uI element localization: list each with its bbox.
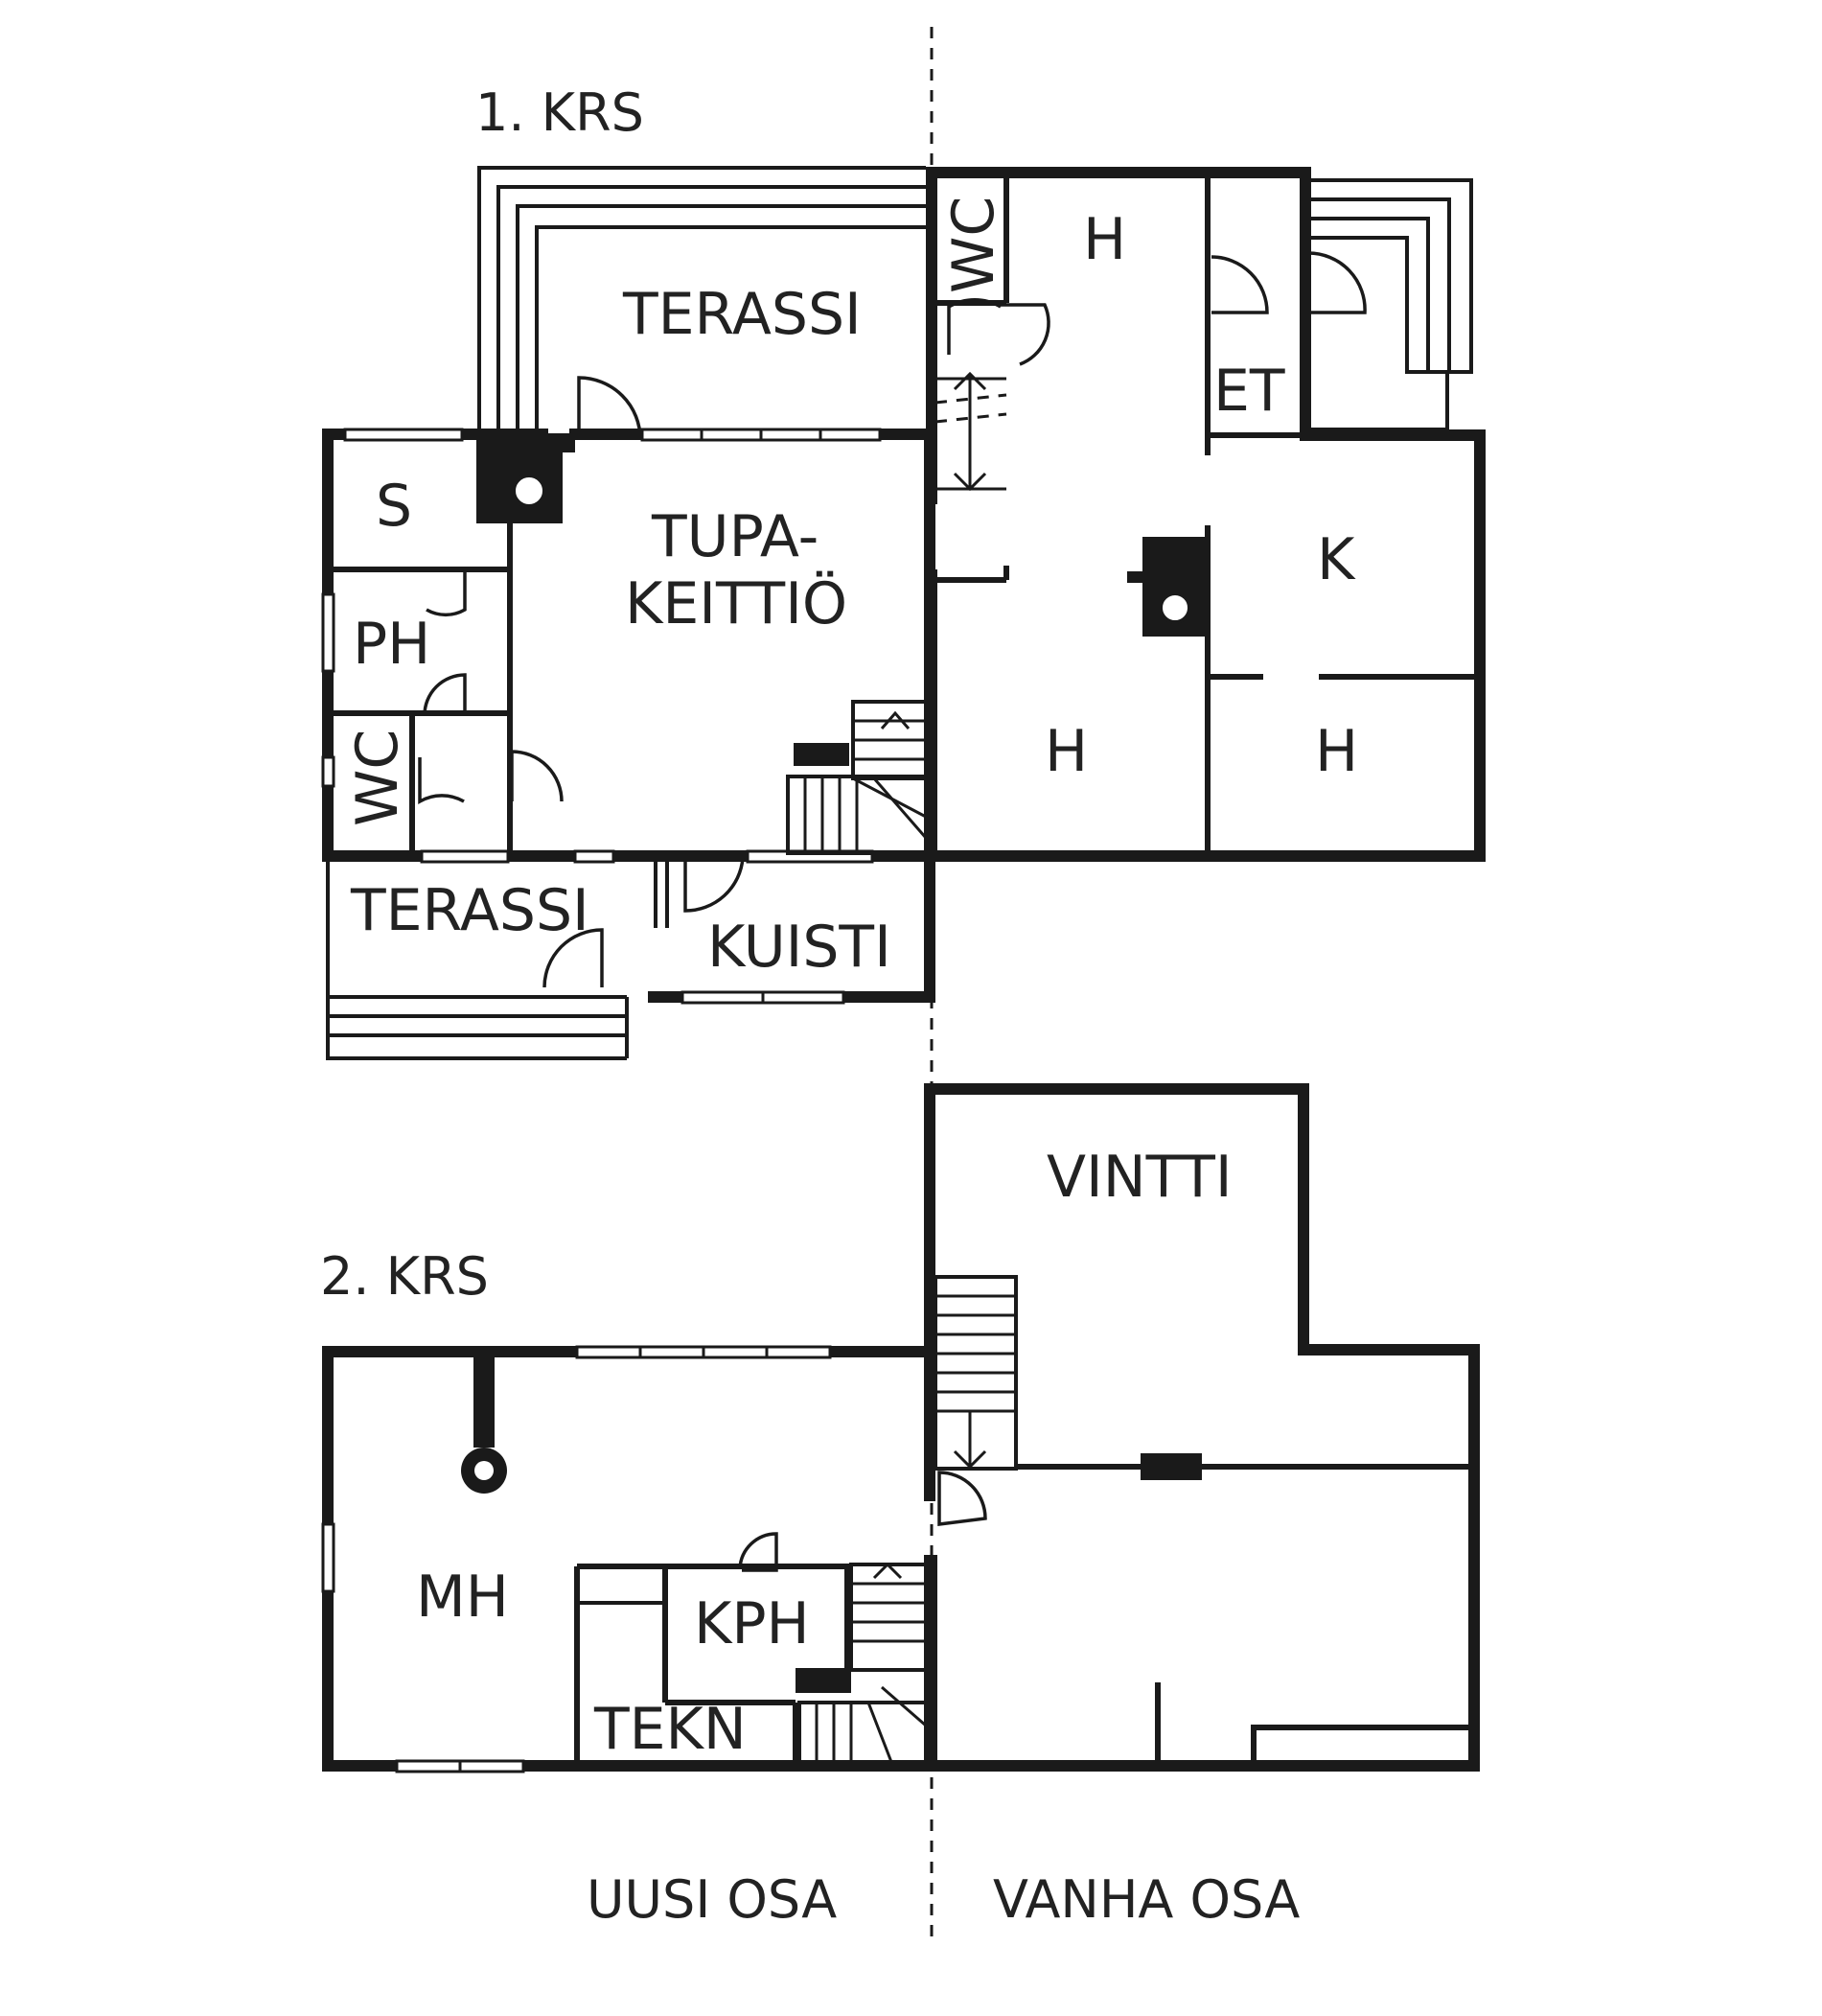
floor-title-first: 1. KRS — [475, 82, 644, 143]
room-s: S — [376, 473, 412, 540]
room-terassi-bottom: TERASSI — [350, 877, 589, 944]
old-part-interior — [932, 173, 1480, 856]
room-et: ET — [1213, 358, 1285, 425]
stairs-old-down — [934, 371, 1007, 492]
door-terrace-top — [577, 376, 642, 440]
labels: 1. KRS TERASSI S PH WC TUPA- KEITTIÖ TER… — [320, 82, 1358, 1930]
terrace-bottom-and-porch — [326, 850, 935, 1060]
room-wc-right: WC — [940, 197, 1007, 293]
first-floor — [321, 166, 1486, 1060]
windows-top-new — [343, 428, 882, 442]
room-vintti: VINTTI — [1047, 1144, 1233, 1211]
room-tupa-line2: KEITTIÖ — [625, 569, 847, 637]
kph-tekn-block — [574, 1532, 851, 1766]
room-h-left: H — [1045, 718, 1088, 785]
stairs-first-floor — [786, 700, 928, 855]
stairs-attic — [934, 1275, 1018, 1526]
room-ph: PH — [353, 611, 430, 678]
room-mh: MH — [416, 1564, 509, 1631]
room-kph: KPH — [694, 1590, 810, 1657]
section-label-new: UUSI OSA — [587, 1869, 837, 1930]
top-terrace-railing — [477, 166, 926, 431]
room-kuisti: KUISTI — [707, 914, 891, 981]
entrance-steps-right — [1303, 178, 1473, 431]
room-h-top: H — [1083, 206, 1126, 273]
room-tupa-line1: TUPA- — [651, 503, 819, 570]
room-terassi-top: TERASSI — [622, 281, 862, 348]
old-part-wall-2 — [924, 1083, 1480, 1772]
chimney-new — [476, 433, 575, 523]
room-h-right: H — [1315, 718, 1358, 785]
room-k: K — [1317, 526, 1356, 593]
section-label-old: VANHA OSA — [993, 1869, 1300, 1930]
room-tekn: TEKN — [593, 1696, 747, 1763]
left-rooms — [321, 434, 564, 856]
floor-title-second: 2. KRS — [320, 1246, 489, 1307]
old-part-wall — [926, 167, 1486, 862]
room-wc-left: WC — [344, 730, 411, 826]
second-floor — [321, 1083, 1480, 1773]
stairs-second-floor — [797, 1562, 928, 1764]
